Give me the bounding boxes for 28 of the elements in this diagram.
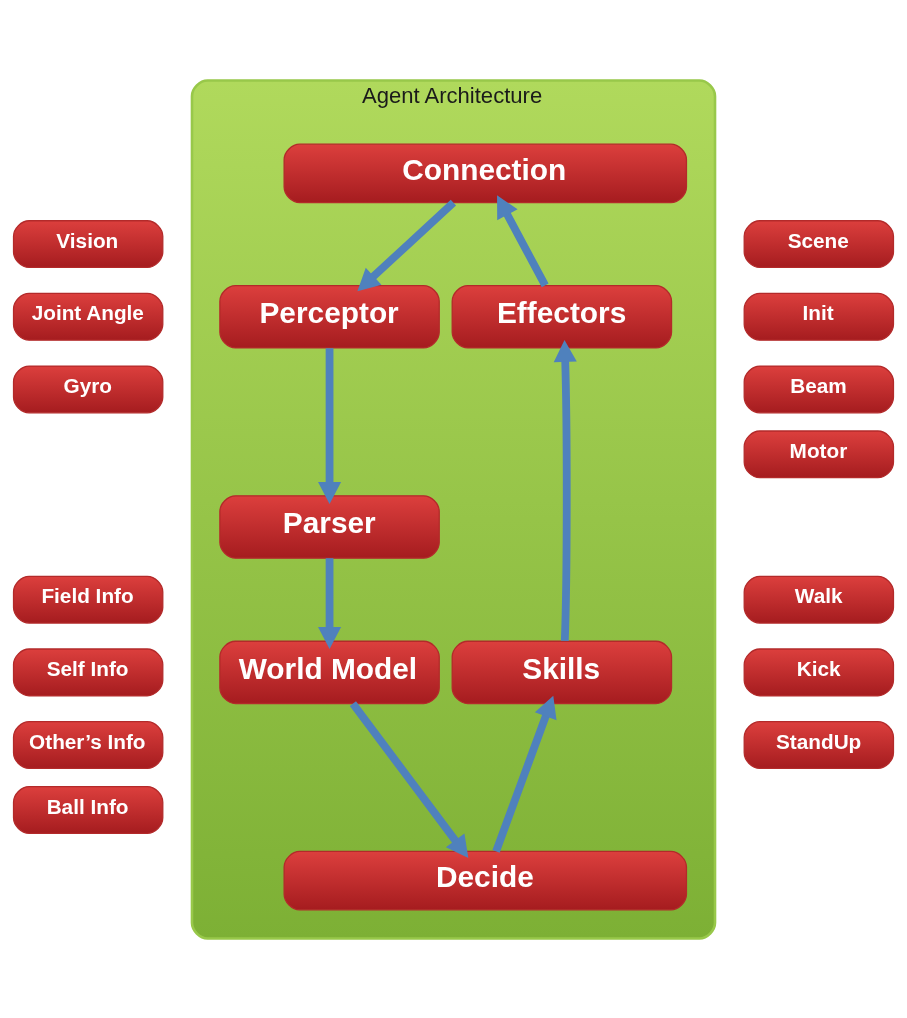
node-box: StandUp	[743, 720, 895, 769]
node-box: Vision	[12, 219, 164, 268]
node-box: Skills	[451, 640, 673, 704]
arrow	[497, 194, 549, 287]
node-box: Walk	[743, 575, 895, 624]
node-box: Perceptor	[219, 284, 440, 349]
node-box: Effectors	[451, 284, 673, 349]
node-box: Scene	[743, 219, 895, 268]
arrow	[318, 347, 342, 504]
node-box: Other’s Info	[12, 720, 164, 769]
arrow	[349, 700, 469, 858]
node-box: Init	[743, 292, 895, 341]
node-box: Connection	[283, 143, 688, 203]
node-box: Self Info	[12, 647, 164, 696]
arrow	[357, 199, 457, 291]
node-box: Parser	[219, 494, 440, 559]
node-box: Joint Angle	[12, 292, 164, 341]
node-box: Motor	[743, 429, 895, 478]
arrow	[553, 339, 577, 641]
node-box: Gyro	[12, 364, 164, 413]
node-box: Field Info	[12, 575, 164, 624]
node-box: Decide	[283, 850, 688, 910]
node-box: Kick	[743, 647, 895, 696]
arrow	[492, 695, 557, 853]
node-box: Beam	[743, 364, 895, 413]
arrow	[318, 557, 342, 649]
node-box: World Model	[219, 640, 440, 704]
node-box: Ball Info	[12, 785, 164, 834]
